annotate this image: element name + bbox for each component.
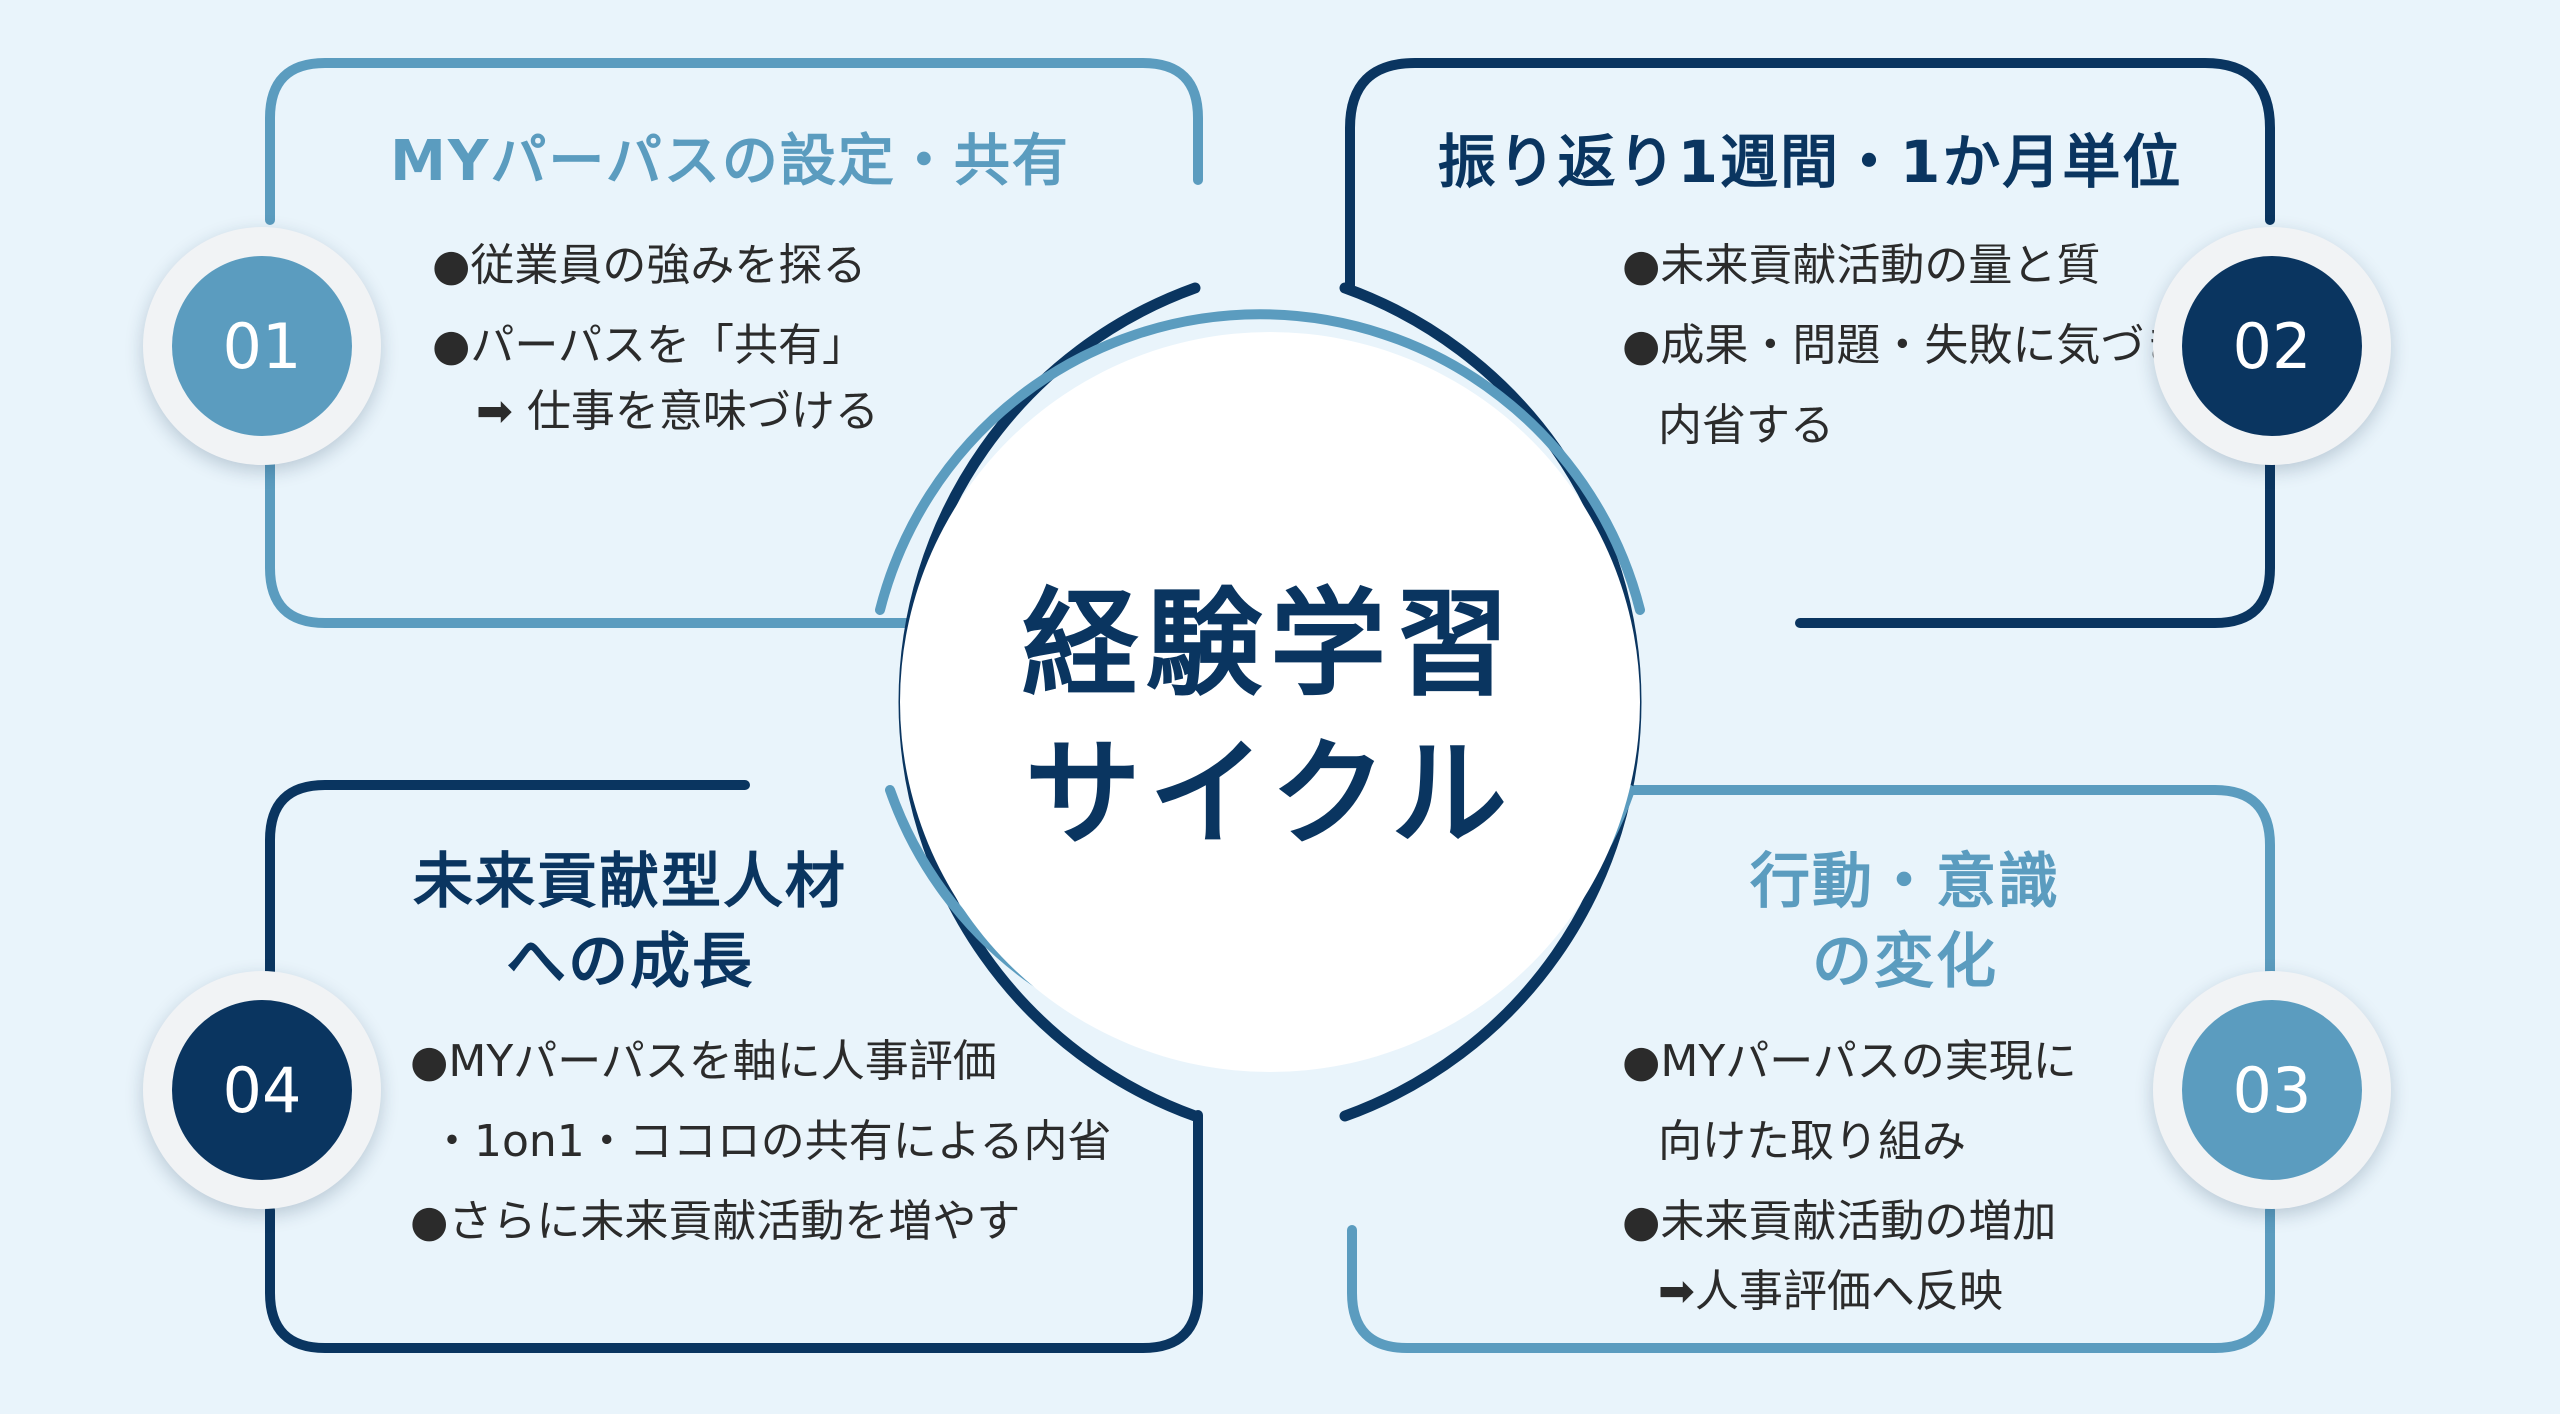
step-04-title: 未来貢献型人材 への成長: [413, 847, 847, 997]
step-03-line: ➡人事評価へ反映: [1658, 1266, 2003, 1317]
step-03-title: 行動・意識 の変化: [1750, 847, 2060, 997]
step-03-badge: 03: [2153, 971, 2391, 1209]
step-03-line: ●MYパーパスの実現に: [1622, 1036, 2077, 1087]
step-01-lines: ●従業員の強みを探る ●パーパスを「共有」 ➡ 仕事を意味づける: [432, 226, 879, 452]
step-03-number: 03: [2182, 1000, 2362, 1180]
step-04-line: ●さらに未来貢献活動を増やす: [410, 1196, 1021, 1247]
step-03-lines: ●MYパーパスの実現に 向けた取り組み ●未来貢献活動の増加 ➡人事評価へ反映: [1622, 1022, 2077, 1332]
step-01-line: ●従業員の強みを探る: [432, 240, 867, 291]
step-04-line: ・1on1・ココロの共有による内省: [430, 1116, 1112, 1167]
step-04-lines: ●MYパーパスを軸に人事評価 ・1on1・ココロの共有による内省 ●さらに未来貢…: [410, 1022, 1111, 1262]
step-01-title: MYパーパスの設定・共有: [390, 129, 1070, 194]
step-01-line: ➡ 仕事を意味づける: [432, 386, 879, 437]
step-02-title: 振り返り1週間・1か月単位: [1437, 128, 2183, 196]
step-04-number: 04: [172, 1000, 352, 1180]
step-03-line: 向けた取り組み: [1658, 1116, 1966, 1167]
step-02-number: 02: [2182, 256, 2362, 436]
frame-03: [1627, 785, 2275, 995]
frame-03-lower: [1347, 1205, 2275, 1353]
step-04-line: ●MYパーパスを軸に人事評価: [410, 1036, 997, 1087]
inner-ring-top: [875, 309, 1645, 615]
step-02-badge: 02: [2153, 227, 2391, 465]
step-02-line: ●未来貢献活動の量と質: [1622, 240, 2101, 291]
frame-01: [265, 58, 1203, 225]
step-03-line: ●未来貢献活動の増加: [1622, 1196, 2057, 1247]
center-circle: [900, 332, 1640, 1072]
step-02-lines: ●未来貢献活動の量と質 ●成果・問題・失敗に気づき 内省する: [1622, 226, 2188, 466]
step-01-number: 01: [172, 256, 352, 436]
step-01-line: ●パーパスを「共有」: [432, 320, 866, 371]
step-02-line: 内省する: [1658, 400, 1834, 451]
step-02-line: ●成果・問題・失敗に気づき: [1622, 320, 2189, 371]
frame-01-lower: [265, 435, 915, 628]
frame-02: [1345, 58, 2275, 293]
frame-04: [265, 780, 750, 995]
step-01-badge: 01: [143, 227, 381, 465]
frame-02-lower: [1795, 435, 2275, 628]
frame-04-lower: [265, 1110, 1203, 1353]
center-title: 経験学習 サイクル: [1022, 577, 1518, 862]
step-04-badge: 04: [143, 971, 381, 1209]
